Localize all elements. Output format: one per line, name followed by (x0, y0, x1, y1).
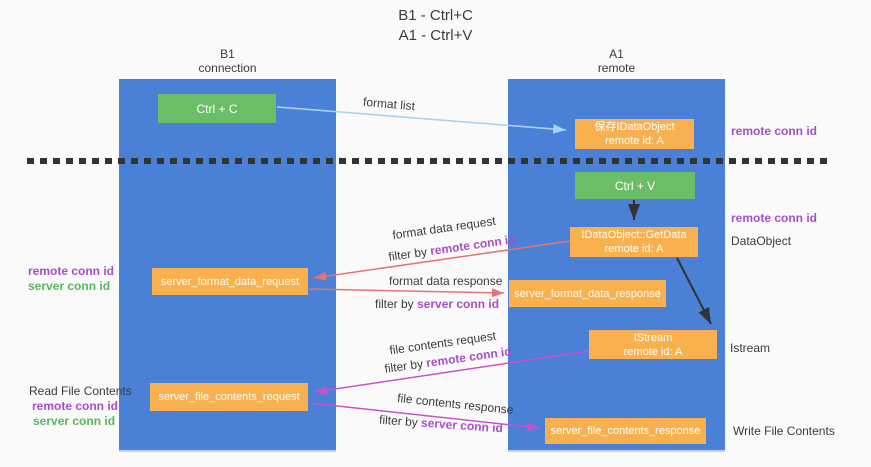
node-file-req-label: server_file_contents_request (158, 391, 300, 403)
filter-prefix: filter by (378, 412, 422, 430)
column-a1-name: A1 (609, 47, 624, 61)
label-format-data-response: format data response (389, 274, 503, 288)
label-filter-server-1: filter by server conn id (375, 297, 499, 311)
node-file-resp-label: server_file_contents_response (550, 425, 701, 437)
column-a1-role: remote (597, 61, 636, 75)
node-save-line1: 保存IDataObject (594, 121, 675, 133)
node-server-format-data-request: server_format_data_request (152, 268, 308, 295)
node-idataobject-getdata: IDataObject::GetData remote id: A (570, 227, 698, 257)
label-format-list: format list (362, 94, 416, 114)
label-left2-remote-conn-id: remote conn id (32, 399, 119, 413)
filter-key-server-conn-id: server conn id (417, 297, 500, 311)
node-save-idataobject: 保存IDataObject remote id: A (575, 119, 694, 149)
column-header-a1: A1 remote (508, 47, 725, 75)
node-istream: IStream remote id: A (589, 330, 717, 359)
node-fmt-resp-label: server_format_data_response (514, 287, 661, 300)
label-write-file-contents: Write File Contents (733, 424, 835, 438)
label-left-remote-conn-id: remote conn id (28, 264, 115, 278)
title-line-2: A1 - Ctrl+V (398, 27, 473, 44)
label-right-remote-conn-id-top: remote conn id (731, 124, 818, 138)
filter-prefix: filter by (387, 244, 432, 264)
column-b1-name: B1 (220, 47, 235, 61)
node-istream-line2: remote id: A (623, 345, 683, 358)
label-right-remote-conn-id-mid: remote conn id (731, 211, 818, 225)
title-line-1: B1 - Ctrl+C (398, 7, 473, 24)
label-left2-server-conn-id: server conn id (33, 414, 116, 428)
arrow-format-data-response (308, 288, 505, 298)
label-filter-server-2: filter by server conn id (379, 413, 504, 436)
label-read-file-contents: Read File Contents (29, 384, 132, 398)
node-getdata-line1: IDataObject::GetData (581, 229, 687, 241)
label-file-contents-response: file contents response (396, 390, 515, 418)
node-fmt-req-label: server_format_data_request (160, 275, 300, 288)
session-separator-dashed-line (27, 158, 830, 164)
filter-prefix: filter by (375, 297, 418, 311)
label-dataobject: DataObject (731, 234, 792, 248)
column-header-b1: B1 connection (119, 47, 336, 75)
node-ctrl-v: Ctrl + V (575, 172, 695, 199)
label-istream: Istream (730, 341, 771, 355)
column-b1-role: connection (198, 61, 257, 75)
node-getdata-line2: remote id: A (604, 243, 664, 255)
node-ctrl-c-label: Ctrl + C (196, 101, 238, 116)
filter-prefix: filter by (383, 356, 428, 376)
label-left-server-conn-id: server conn id (28, 279, 111, 293)
node-server-file-contents-request: server_file_contents_request (150, 383, 308, 411)
filter-key-remote-conn-id: remote conn id (429, 232, 517, 258)
node-ctrl-c: Ctrl + C (158, 94, 276, 123)
diagram-title: B1 - Ctrl+C A1 - Ctrl+V (0, 6, 871, 46)
node-server-file-contents-response: server_file_contents_response (545, 418, 706, 444)
node-server-format-data-response: server_format_data_response (509, 280, 666, 307)
node-ctrl-v-label: Ctrl + V (614, 178, 656, 193)
filter-key-server-conn-id: server conn id (420, 415, 504, 436)
node-istream-line1: IStream (633, 331, 673, 344)
node-save-line2: remote id: A (605, 135, 664, 147)
